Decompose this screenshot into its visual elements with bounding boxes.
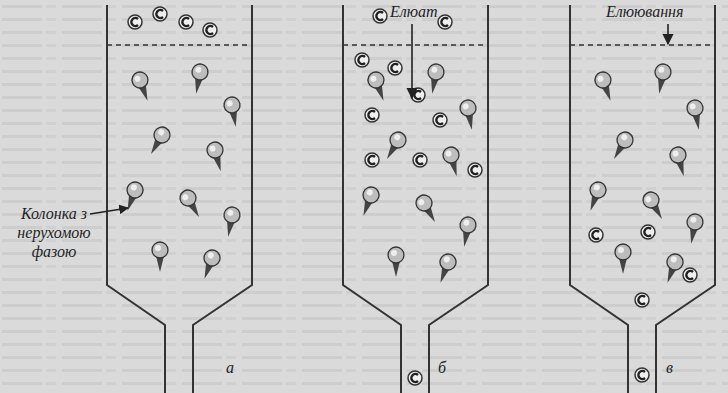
analyte-molecule: [355, 53, 369, 67]
analyte-molecule: [179, 15, 193, 29]
analyte-molecule: [589, 228, 603, 242]
column-wall: [343, 5, 488, 393]
stationary-ligand: [441, 145, 464, 178]
stationary-ligand: [366, 70, 391, 104]
stationary-ligand: [205, 140, 228, 173]
analyte-molecule: [635, 368, 649, 382]
eluent-arrow: [411, 24, 413, 98]
analyte-molecule: [408, 371, 422, 385]
stationary-ligand: [220, 206, 241, 238]
panel-letter: а: [226, 358, 234, 377]
column-label: Колонка з нерухомою фазою: [4, 204, 104, 262]
stationary-ligand: [130, 70, 155, 104]
analyte-molecule: [635, 293, 649, 307]
panel-letter: б: [438, 358, 446, 377]
stationary-ligand: [456, 216, 477, 248]
phase-boundary: [107, 44, 252, 46]
analyte-molecule: [411, 88, 425, 102]
analyte-molecule: [365, 108, 379, 122]
analyte-molecule: [433, 113, 447, 127]
panel-letter: в: [666, 358, 673, 377]
stationary-ligand: [388, 247, 404, 277]
stationary-ligand: [607, 129, 636, 163]
elution-label: Елюювання: [606, 2, 683, 21]
stationary-ligand: [593, 70, 618, 104]
stationary-ligand: [380, 129, 409, 163]
eluent-label: Елюат: [390, 2, 438, 21]
stationary-ligand: [615, 244, 631, 274]
phase-boundary: [343, 44, 488, 46]
stationary-ligand: [459, 99, 480, 131]
analyte-molecule: [388, 61, 402, 75]
stationary-ligand: [583, 180, 608, 214]
stationary-ligand: [177, 187, 206, 221]
stationary-ligand: [640, 189, 669, 223]
stationary-ligand: [152, 242, 168, 272]
elution-arrow: [667, 24, 669, 44]
analyte-molecule: [438, 15, 452, 29]
stationary-ligand: [413, 192, 442, 226]
analyte-molecule: [413, 153, 427, 167]
analyte-molecule: [641, 225, 655, 239]
analyte-molecule: [203, 23, 217, 37]
stationary-ligand: [660, 252, 685, 286]
stationary-ligand: [424, 63, 445, 95]
stationary-ligand: [188, 63, 209, 95]
stationary-ligand: [356, 185, 381, 219]
stationary-ligand: [651, 63, 672, 95]
column-wall: [570, 5, 715, 393]
analyte-molecule: [153, 7, 167, 21]
stationary-ligand: [144, 124, 173, 158]
stationary-ligand: [686, 99, 707, 131]
stationary-ligand: [197, 248, 222, 282]
analyte-molecule: [365, 153, 379, 167]
stationary-ligand: [433, 252, 458, 286]
analyte-molecule: [468, 163, 482, 177]
stationary-ligand: [223, 96, 244, 128]
stationary-ligand: [668, 145, 691, 178]
leader-line: [90, 208, 128, 214]
analyte-molecule: [373, 9, 387, 23]
analyte-molecule: [128, 15, 142, 29]
stationary-ligand: [683, 213, 704, 245]
column-wall: [107, 5, 252, 393]
analyte-molecule: [683, 268, 697, 282]
phase-boundary: [570, 44, 715, 46]
